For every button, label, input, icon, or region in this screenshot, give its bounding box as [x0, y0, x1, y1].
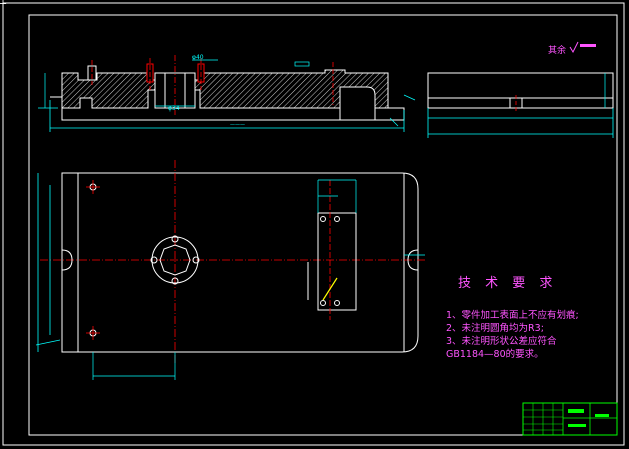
tech-requirement-4: GB1184—80的要求。 — [446, 349, 544, 360]
roughness-symbol — [569, 41, 596, 54]
crosshair-cursor-icon: ┼ — [0, 0, 7, 10]
roughness-note: 其余 — [548, 46, 567, 56]
tech-requirement-2: 2、未注明圆角均为R3; — [446, 323, 544, 334]
section-hatch — [61, 69, 389, 109]
relief-recess — [339, 87, 376, 120]
plan-outline — [61, 172, 419, 353]
front-section-view: ——— φ34 φ40 — [38, 54, 416, 132]
outer-border — [2, 2, 625, 446]
title-block — [522, 402, 618, 436]
svg-text:———: ——— — [230, 122, 245, 128]
side-view — [427, 72, 614, 138]
tech-requirement-3: 3、未注明形状公差应符合 — [446, 336, 557, 347]
plan-view — [35, 160, 425, 380]
tech-requirement-1: 1、零件加工表面上不应有划痕; — [446, 310, 579, 321]
inner-frame — [28, 14, 618, 436]
section-outline — [50, 96, 405, 121]
bore-dia-label-a: φ40 — [192, 54, 204, 61]
bore-dia-label-b: φ34 — [168, 105, 180, 112]
tech-requirements-title: 技 术 要 求 — [458, 276, 558, 291]
leader-line — [322, 277, 338, 301]
